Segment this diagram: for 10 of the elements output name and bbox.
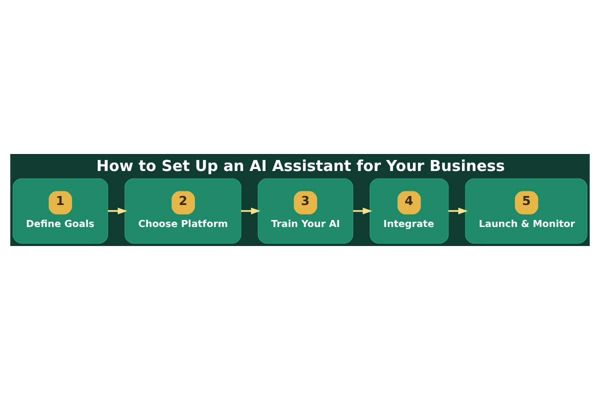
node-box: 4 Integrate (370, 178, 449, 244)
node-box: 3 Train Your AI (258, 178, 354, 244)
node-box: 1 Define Goals (12, 178, 108, 244)
node-box: 5 Launch & Monitor (465, 178, 588, 244)
arrow (241, 208, 261, 214)
arrow (353, 208, 372, 214)
node-box: 2 Choose Platform (124, 178, 242, 244)
arrow (448, 208, 468, 214)
arrow (108, 208, 128, 214)
diagram-title: How to Set Up an AI Assistant for Your Business (96, 156, 505, 175)
